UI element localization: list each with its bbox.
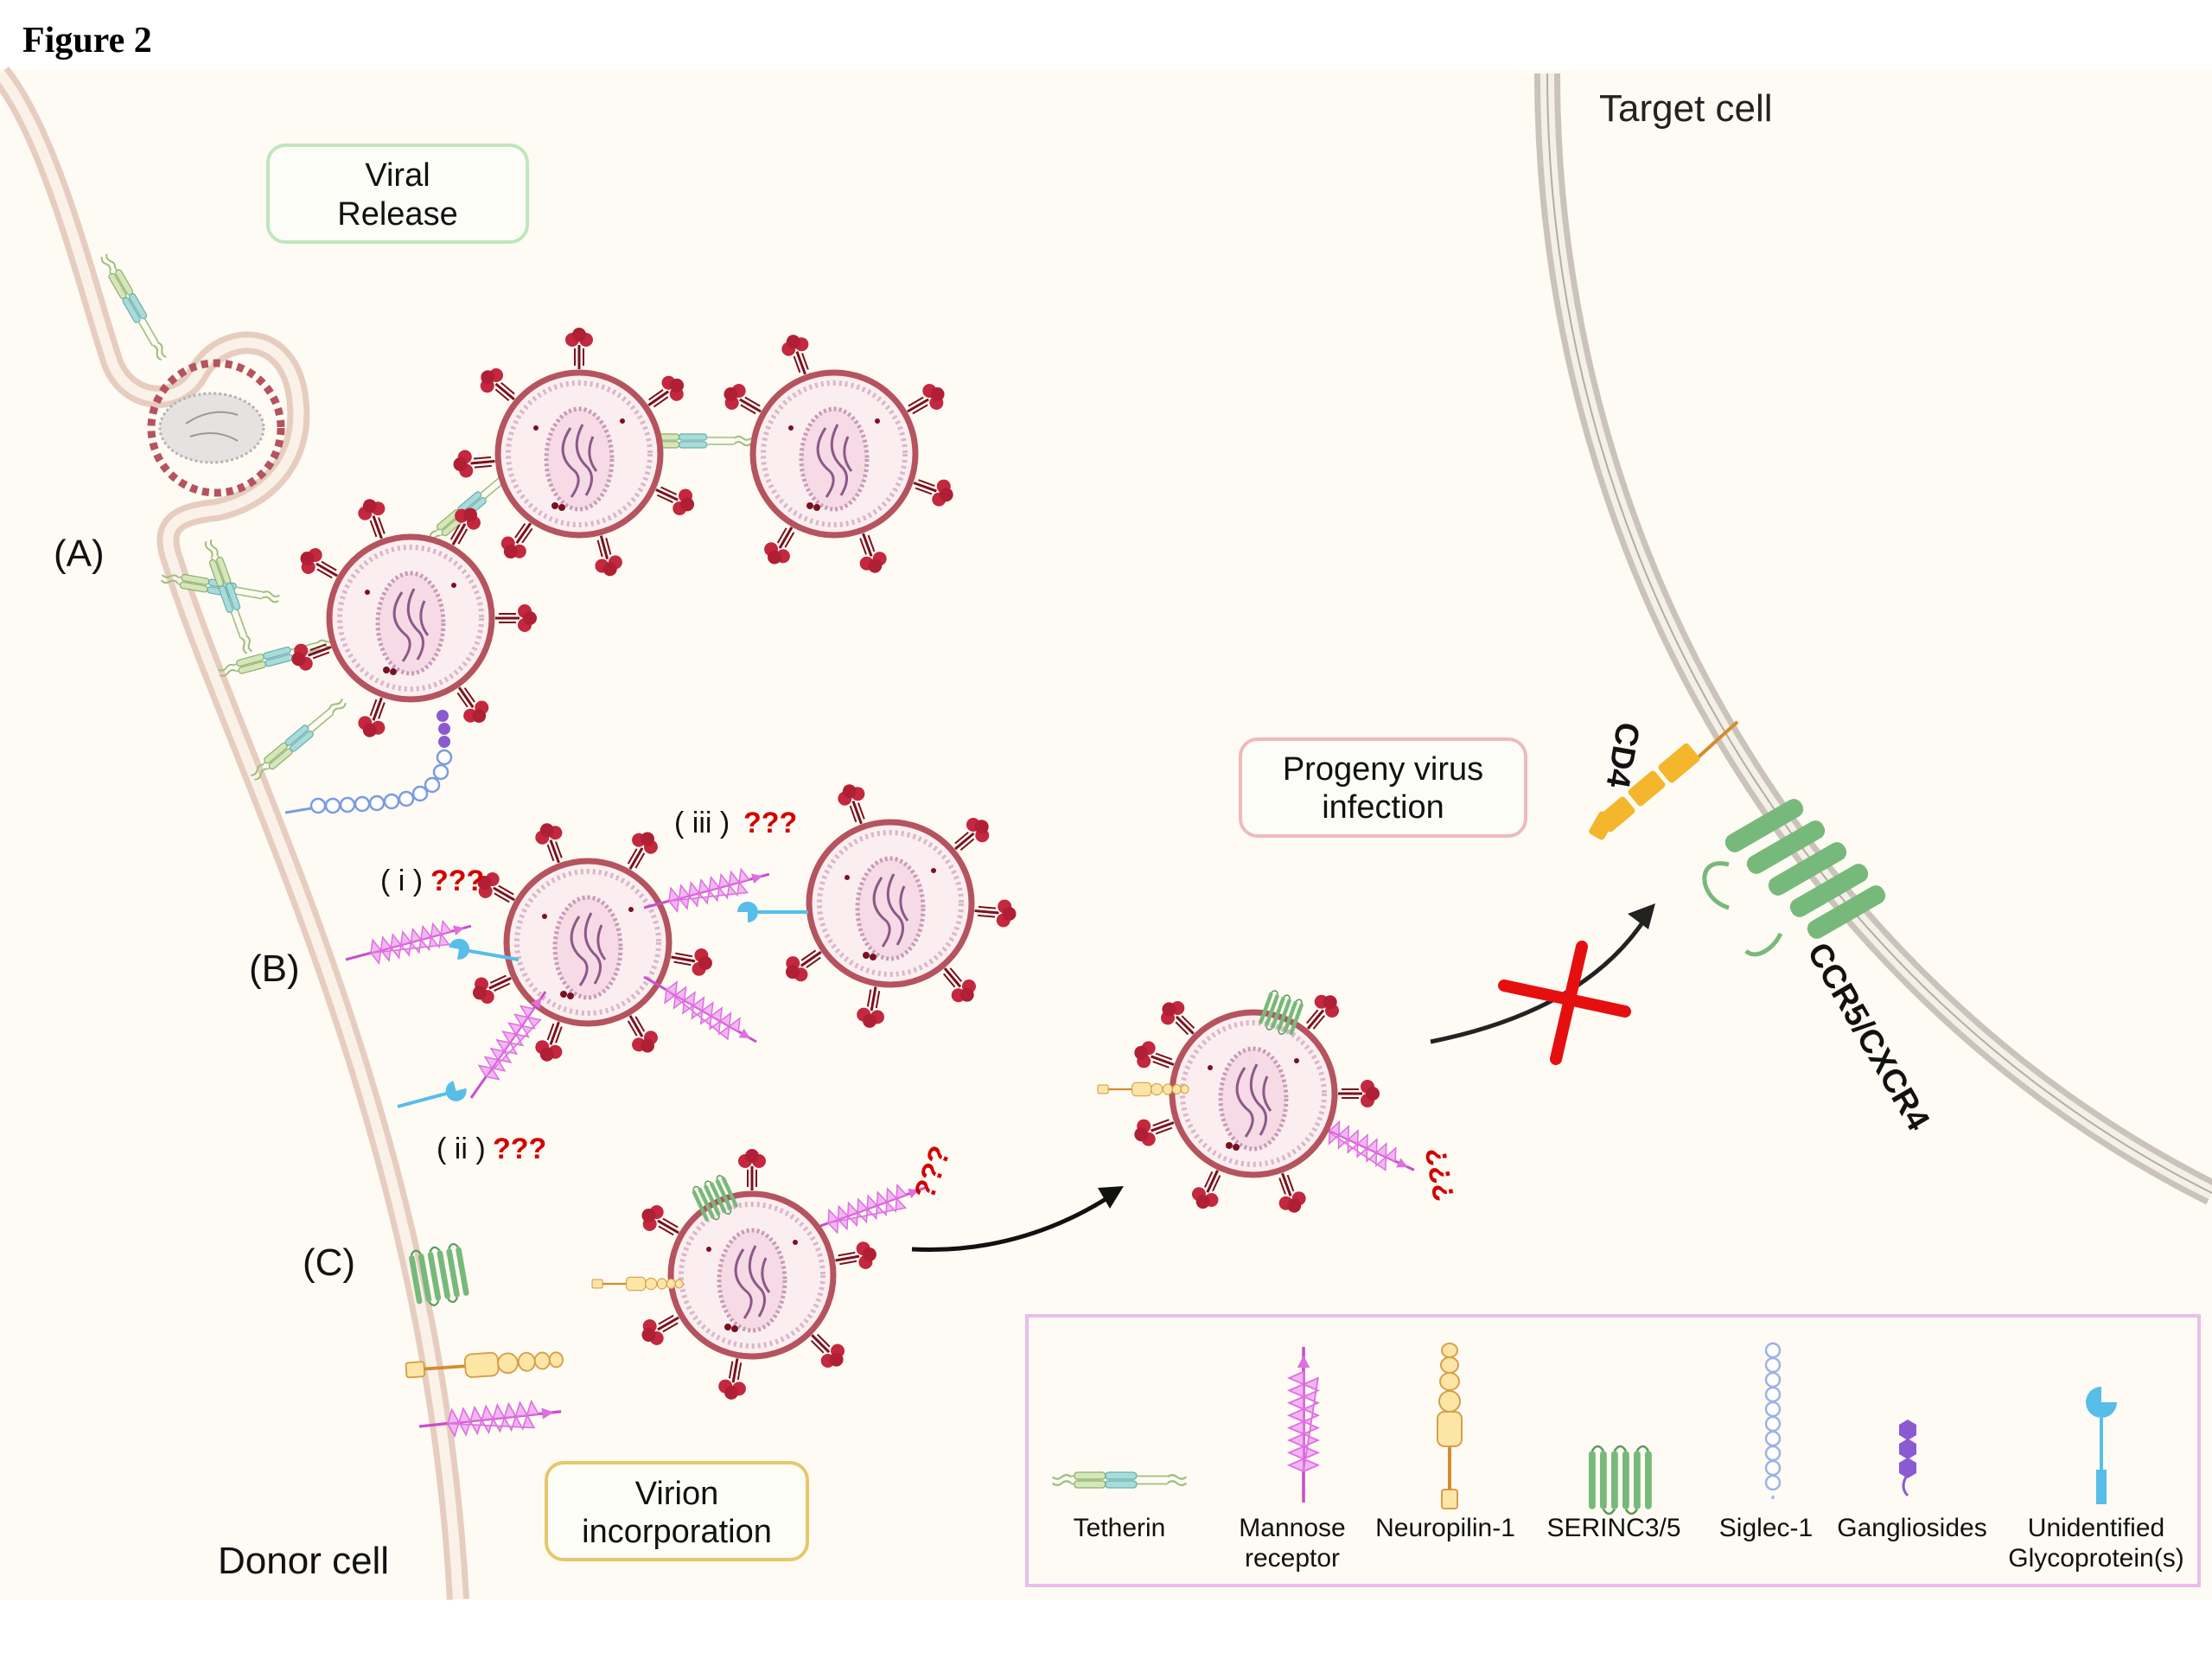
virion-incorporation-box: Virion incorporation xyxy=(545,1461,809,1561)
legend-label-neuropilin: Neuropilin-1 xyxy=(1375,1514,1515,1542)
section-a-label: (A) xyxy=(54,533,105,575)
donor-cell-membrane xyxy=(0,66,469,1600)
legend: Tetherin Mannose receptor Neuropilin-1 S… xyxy=(1025,1314,2201,1587)
donor-cell-label: Donor cell xyxy=(218,1540,389,1582)
progeny-line2: infection xyxy=(1322,789,1444,826)
legend-label-glycoprotein-2: Glycoprotein(s) xyxy=(2008,1544,2183,1573)
svg-text:( iii ): ( iii ) xyxy=(674,807,730,839)
progeny-line1: Progeny virus xyxy=(1283,751,1483,788)
legend-label-siglec: Siglec-1 xyxy=(1719,1514,1813,1542)
arrow-to-target-head xyxy=(1628,903,1655,929)
incorporation-line1: Virion xyxy=(635,1476,718,1512)
viral-release-box: Viral Release xyxy=(266,144,529,244)
section-b-label: (B) xyxy=(249,948,300,990)
legend-label-mannose-2: receptor xyxy=(1245,1544,1340,1573)
svg-text:???: ??? xyxy=(743,807,797,839)
viral-release-line2: Release xyxy=(337,196,457,233)
annotation-ii: ( ii ) ??? xyxy=(437,1133,546,1165)
blocked-cross-icon xyxy=(1498,941,1631,1065)
cd4-receptor xyxy=(1589,720,1739,840)
legend-label-mannose-1: Mannose xyxy=(1239,1514,1345,1542)
section-c-label: (C) xyxy=(303,1241,355,1284)
legend-label-ganglioside: Gangliosides xyxy=(1837,1514,1986,1542)
target-cell-membrane xyxy=(1534,73,2212,1205)
arrow-to-progeny xyxy=(911,1190,1117,1253)
legend-glycoprotein-icon xyxy=(2086,1387,2117,1504)
legend-label-serinc: SERINC3/5 xyxy=(1546,1514,1680,1542)
legend-label-glycoprotein-1: Unidentified xyxy=(2028,1514,2164,1542)
budding-virion xyxy=(147,359,285,497)
svg-text:( i ): ( i ) xyxy=(380,865,423,897)
svg-text:???: ??? xyxy=(430,865,484,897)
legend-label-tetherin: Tetherin xyxy=(1074,1514,1166,1542)
viral-release-line1: Viral xyxy=(365,157,430,194)
progeny-infection-box: Progeny virus infection xyxy=(1239,737,1527,838)
annotation-iii: ( iii ) ??? xyxy=(674,807,797,839)
siglec-ganglioside-a xyxy=(284,710,453,814)
svg-text:( ii ): ( ii ) xyxy=(437,1133,486,1165)
svg-text:???: ??? xyxy=(493,1133,546,1165)
target-cell-label: Target cell xyxy=(1599,87,1773,130)
legend-ganglioside-icon xyxy=(1899,1420,1916,1497)
figure-title: Figure 2 xyxy=(22,21,152,61)
arrow-to-progeny-head xyxy=(1098,1186,1124,1209)
incorporation-line2: incorporation xyxy=(582,1514,772,1550)
ccr5-cxcr4-receptor xyxy=(1702,799,1886,957)
annotation-i: ( i ) ??? xyxy=(380,865,484,897)
legend-siglec-icon xyxy=(1764,1342,1782,1499)
